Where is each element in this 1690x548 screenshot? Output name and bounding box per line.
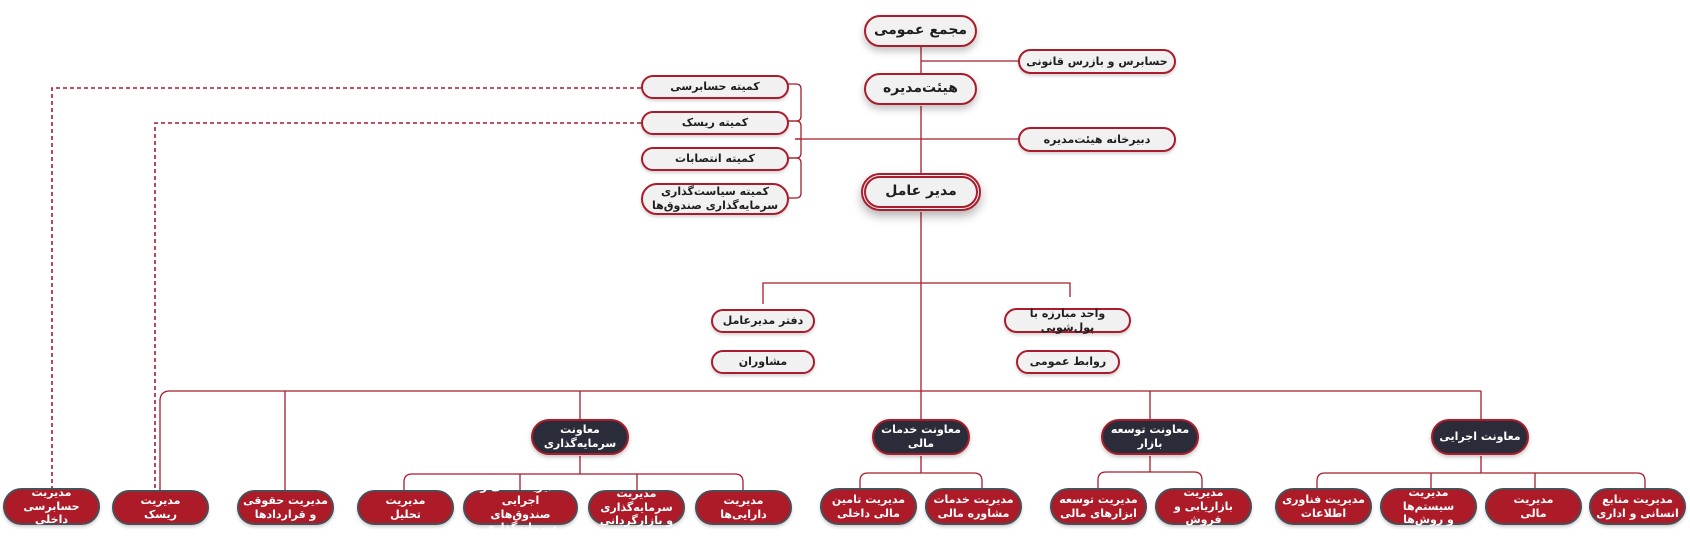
dept-advisory-services-box: مدیریت خدمات مشاوره مالی xyxy=(925,488,1022,525)
dept-risk-management-label: مدیریت ریسک xyxy=(140,493,181,521)
dept-analysis-box: مدیریت تحلیل xyxy=(357,490,454,525)
dept-investment-marketmaking-box: مدیریت سرمایه‌گذاری و بازارگردانی xyxy=(588,486,685,528)
advisors-label: مشاوران xyxy=(738,355,788,369)
auditor-inspector-box: حسابرس و بازرس قانونی xyxy=(1018,49,1176,74)
dept-financial-instruments-box: مدیریت توسعه ابزارهای مالی xyxy=(1050,488,1147,525)
deputy-financial-services-box: معاونت خدمات مالی xyxy=(872,419,970,455)
investment-policy-committee-box: کمیته سیاست‌گذاری سرمایه‌گذاری صندوق‌ها xyxy=(641,183,789,215)
dept-analysis-label: مدیریت تحلیل xyxy=(385,493,426,521)
risk-committee-label: کمیته ریسک xyxy=(681,116,749,130)
dept-investment-marketmaking-label: مدیریت سرمایه‌گذاری و بازارگردانی xyxy=(599,486,674,528)
deputy-market-development-label: معاونت توسعه بازار xyxy=(1110,423,1190,450)
deputy-executive-box: معاونت اجرایی xyxy=(1431,419,1529,455)
board-label: هیئت‌مدیره xyxy=(883,80,958,97)
auditor-label: حسابرس و بازرس قانونی xyxy=(1026,54,1168,68)
appointments-committee-box: کمیته انتصابات xyxy=(641,147,789,171)
dept-marketing-sales-label: مدیریت بازاریابی و فروش xyxy=(1174,485,1233,527)
dept-finance-label: مدیریت مالی xyxy=(1513,492,1554,520)
deputy-investment-box: معاونت سرمایه‌گذاری xyxy=(531,419,629,455)
general-assembly-label: مجمع عمومی xyxy=(873,22,968,39)
aml-unit-box: واحد مبارزه با پول‌شویی xyxy=(1004,306,1131,334)
ceo-office-box: دفتر مدیرعامل xyxy=(711,309,815,333)
dept-legal-contracts-box: مدیریت حقوقی و قراردادها xyxy=(237,490,334,525)
dept-legal-contracts-label: مدیریت حقوقی و قراردادها xyxy=(243,493,328,521)
dept-hr-admin-box: مدیریت منابع انسانی و اداری xyxy=(1589,488,1686,525)
dept-fund-operations-box: مدیریت مالی و اجرایی صندوق‌های سرمایه‌گذ… xyxy=(463,480,578,534)
dept-internal-audit-box: مدیریت حسابرسی داخلی xyxy=(3,485,100,527)
dept-it-label: مدیریت فناوری اطلاعات xyxy=(1282,492,1365,520)
dept-marketing-sales-box: مدیریت بازاریابی و فروش xyxy=(1155,485,1252,527)
aml-unit-label: واحد مبارزه با پول‌شویی xyxy=(1029,306,1106,334)
dept-financial-instruments-label: مدیریت توسعه ابزارهای مالی xyxy=(1059,492,1138,520)
public-relations-label: روابط عمومی xyxy=(1029,355,1107,369)
dept-systems-methods-label: مدیریت سیستم‌ها و روش‌ها xyxy=(1402,485,1455,527)
dept-advisory-services-label: مدیریت خدمات مشاوره مالی xyxy=(933,492,1014,520)
dept-fund-operations-label: مدیریت مالی و اجرایی صندوق‌های سرمایه‌گذ… xyxy=(480,480,561,535)
dept-internal-financing-label: مدیریت تامین مالی داخلی xyxy=(831,492,906,520)
appointments-committee-label: کمیته انتصابات xyxy=(675,152,755,166)
dept-it-box: مدیریت فناوری اطلاعات xyxy=(1275,488,1372,525)
advisors-box: مشاوران xyxy=(711,350,815,374)
risk-committee-box: کمیته ریسک xyxy=(641,111,789,135)
deputy-executive-label: معاونت اجرایی xyxy=(1439,430,1521,444)
deputy-investment-label: معاونت سرمایه‌گذاری xyxy=(543,423,617,450)
dept-assets-box: مدیریت دارایی‌ها xyxy=(695,490,792,525)
investment-policy-committee-label: کمیته سیاست‌گذاری سرمایه‌گذاری صندوق‌ها xyxy=(651,185,779,212)
dept-risk-management-box: مدیریت ریسک xyxy=(112,490,209,525)
dept-hr-admin-label: مدیریت منابع انسانی و اداری xyxy=(1596,492,1679,520)
dept-systems-methods-box: مدیریت سیستم‌ها و روش‌ها xyxy=(1380,485,1477,527)
dept-finance-box: مدیریت مالی xyxy=(1485,488,1582,525)
deputy-financial-services-label: معاونت خدمات مالی xyxy=(881,423,961,450)
audit-committee-label: کمیته حسابرسی xyxy=(670,80,760,94)
board-of-directors-box: هیئت‌مدیره xyxy=(864,73,977,105)
board-secretariat-label: دبیرخانه هیئت‌مدیره xyxy=(1043,132,1151,146)
general-assembly-box: مجمع عمومی xyxy=(864,15,977,47)
dept-internal-financing-box: مدیریت تامین مالی داخلی xyxy=(820,488,917,525)
audit-committee-box: کمیته حسابرسی xyxy=(641,75,789,99)
public-relations-box: روابط عمومی xyxy=(1016,350,1120,374)
dept-assets-label: مدیریت دارایی‌ها xyxy=(720,493,767,521)
ceo-box: مدیر عامل xyxy=(861,173,981,211)
board-secretariat-box: دبیرخانه هیئت‌مدیره xyxy=(1018,127,1176,152)
ceo-office-label: دفتر مدیرعامل xyxy=(722,314,804,328)
dept-internal-audit-label: مدیریت حسابرسی داخلی xyxy=(23,485,80,527)
ceo-label: مدیر عامل xyxy=(885,183,957,200)
deputy-market-development-box: معاونت توسعه بازار xyxy=(1101,419,1199,455)
